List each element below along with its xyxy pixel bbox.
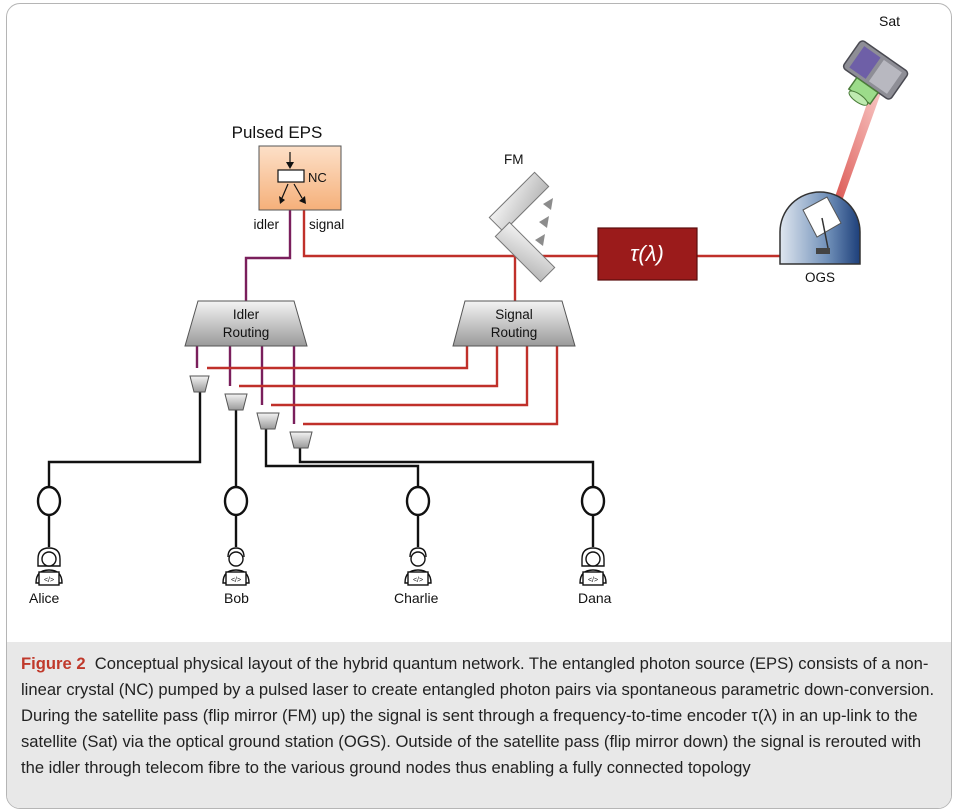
flip-mirror [488,171,556,283]
code-glyph: </> [588,577,598,584]
user-dana: </> Dana [578,547,612,606]
signal-label: signal [309,217,344,232]
user-name: Dana [578,590,612,606]
idler-routing: Idler Routing [184,300,308,347]
figure-label: Figure 2 [21,654,86,673]
signal-routing-line2: Routing [491,325,538,340]
idler-routing-line2: Routing [223,325,270,340]
user-icon [222,547,250,586]
user-charlie: </> Charlie [394,547,439,606]
user-bob: </> Bob [222,547,250,606]
user-icon [35,547,63,586]
code-glyph: </> [231,577,241,584]
user-icon [404,547,432,586]
user-name: Alice [29,590,60,606]
crystal-label: NC [308,170,327,185]
caption-text: Conceptual physical layout of the hybrid… [21,654,935,777]
telecom-fibre [47,392,595,547]
user-icon [579,547,607,586]
signal-fibre [207,196,780,426]
idler-label: idler [253,217,279,232]
idler-fibre [195,196,296,424]
user-name: Bob [224,590,249,606]
flip-arrows-icon [535,198,553,246]
satellite-label: Sat [879,13,900,29]
fibre-loops [36,485,606,517]
ogs-label: OGS [805,270,835,285]
fibre-couplers [189,375,313,449]
user-alice: </> Alice [29,547,63,606]
idler-routing-line1: Idler [233,307,260,322]
signal-routing-line1: Signal [495,307,533,322]
user-name: Charlie [394,590,439,606]
uplink-beam [825,86,882,226]
pulsed-eps [258,145,342,211]
eps-title: Pulsed EPS [232,123,323,142]
frequency-time-encoder [597,227,698,281]
network-diagram: Sat [29,13,909,606]
encoder-label: τ(λ) [630,241,664,266]
ogs-icon [779,191,861,265]
caption-box: Figure 2 Conceptual physical layout of t… [7,642,951,808]
code-glyph: </> [413,577,423,584]
code-glyph: </> [44,577,54,584]
figure-caption: Figure 2 Conceptual physical layout of t… [21,651,936,781]
flip-mirror-label: FM [504,152,524,167]
signal-routing: Signal Routing [452,300,576,347]
figure-frame: Sat [6,3,952,809]
satellite-icon [842,40,909,106]
